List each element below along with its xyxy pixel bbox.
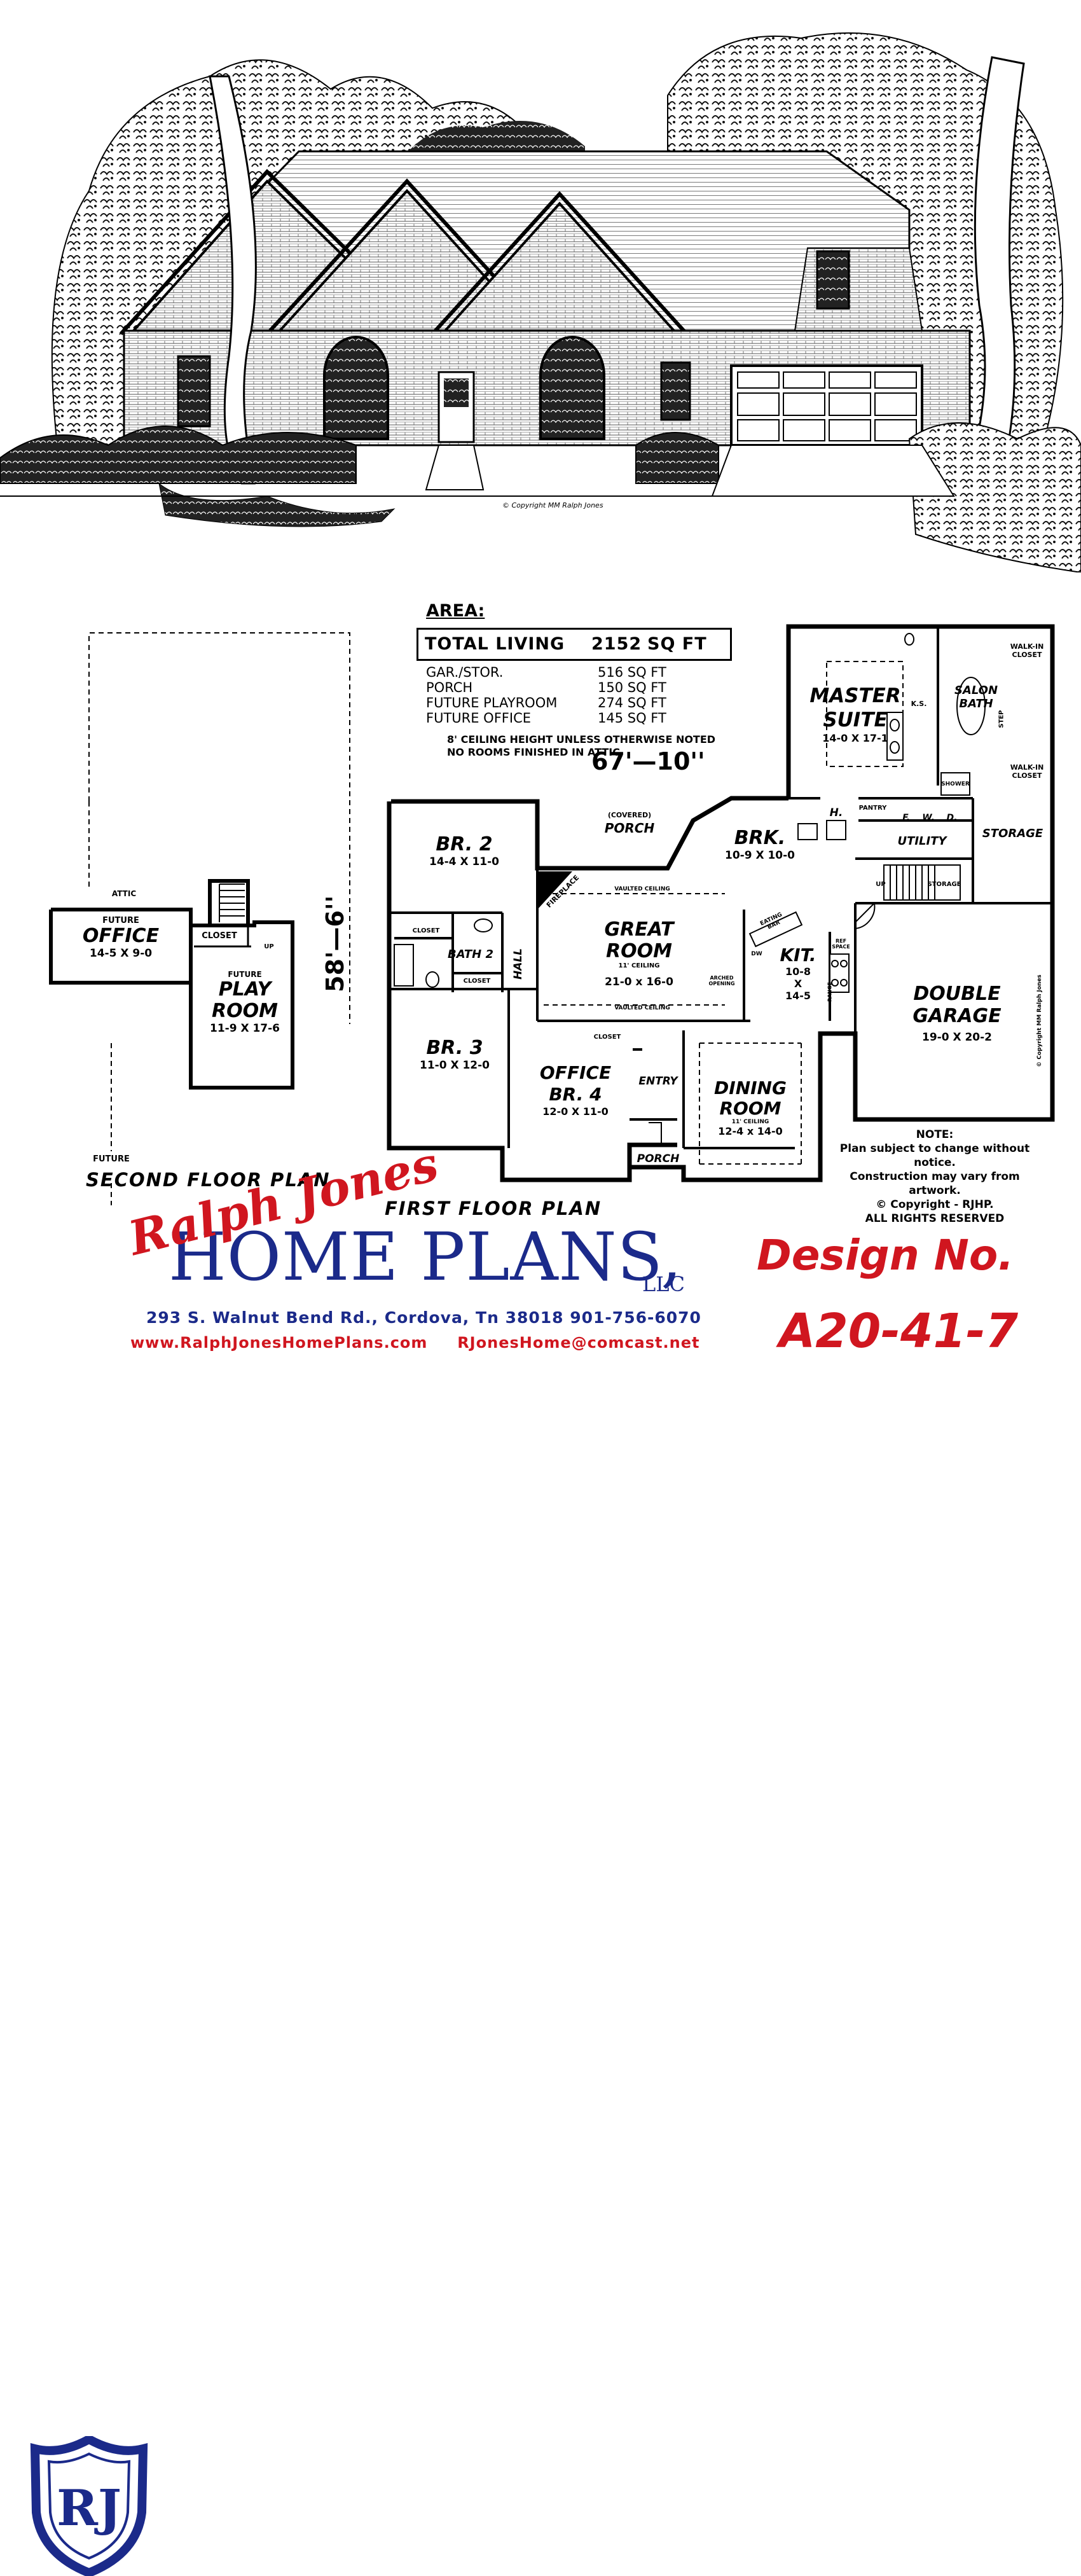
company-address: 293 S. Walnut Bend Rd., Cordova, Tn 3801… bbox=[146, 1308, 701, 1327]
width-dimension: 67'—10'' bbox=[591, 747, 705, 775]
label-shower: SHOWER bbox=[941, 781, 970, 787]
label-up-2nd: UP bbox=[264, 943, 274, 950]
label-ref-space: REF SPACE bbox=[832, 938, 850, 950]
label-pantry: PANTRY bbox=[858, 805, 887, 812]
ceiling-note: 8' CEILING HEIGHT UNLESS OTHERWISE NOTED bbox=[447, 733, 716, 745]
room-porch-covered: PORCH bbox=[604, 821, 655, 836]
company-name: HOME PLANS, bbox=[169, 1218, 683, 1296]
total-living-label: TOTAL LIVING bbox=[425, 634, 565, 654]
room-double-garage: DOUBLE GARAGE 19-0 X 20-2 bbox=[912, 983, 1002, 1044]
label-vaulted-ceiling-2: VAULTED CEILING bbox=[614, 1005, 670, 1011]
label-closet-br: CLOSET bbox=[412, 927, 440, 934]
design-number: A20-41-7 bbox=[779, 1304, 1019, 1359]
area-row: GAR./STOR.516 SQ FT bbox=[426, 665, 666, 680]
label-washer: W. bbox=[922, 813, 935, 823]
notes-line: Plan subject to change without notice. bbox=[839, 1142, 1030, 1169]
room-master-suite: MASTER SUITE 14-0 X 17-1 bbox=[809, 684, 901, 744]
room-br3: BR. 3 11-0 X 12-0 bbox=[419, 1037, 490, 1072]
notes-line: ALL RIGHTS RESERVED bbox=[865, 1212, 1005, 1225]
svg-text:RJ: RJ bbox=[57, 2479, 121, 2537]
label-storage-small: STORAGE bbox=[927, 881, 961, 888]
rj-shield-logo: RJ bbox=[30, 2436, 148, 2576]
room-great-room: GREAT ROOM 11' CEILING 21-0 x 16-0 bbox=[604, 918, 674, 989]
label-ks: K.S. bbox=[911, 700, 927, 708]
notes-title: NOTE: bbox=[916, 1128, 954, 1141]
label-dishwasher: DW bbox=[751, 951, 762, 957]
room-br2: BR. 2 14-4 X 11-0 bbox=[429, 833, 500, 868]
covered-porch-tag: (COVERED) bbox=[607, 811, 652, 819]
label-attic: ATTIC bbox=[111, 889, 137, 898]
room-storage: STORAGE bbox=[982, 827, 1043, 840]
label-up-stairs: UP bbox=[876, 881, 886, 888]
room-breakfast: BRK. 10-9 X 10-0 bbox=[724, 827, 795, 862]
label-closet-2nd: CLOSET bbox=[202, 931, 237, 941]
company-llc: LLC bbox=[642, 1272, 685, 1296]
design-label: Design No. bbox=[757, 1231, 1014, 1280]
label-hall-h: H. bbox=[829, 807, 843, 819]
area-title: AREA: bbox=[426, 601, 485, 621]
website-link[interactable]: www.RalphJonesHomePlans.com bbox=[130, 1334, 428, 1352]
house-illustration: © Copyright MM Ralph Jones bbox=[0, 32, 1081, 574]
room-kitchen: KIT. 10-8 X 14-5 bbox=[780, 945, 816, 1002]
total-living-value: 2152 bbox=[591, 634, 642, 654]
room-salon-bath: SALON BATH bbox=[954, 684, 998, 710]
room-dining: DINING ROOM 11' CEILING 12-4 x 14-0 bbox=[714, 1077, 787, 1138]
label-dryer: D. bbox=[946, 813, 958, 823]
label-closet-bath: CLOSET bbox=[463, 978, 491, 985]
email-link[interactable]: RJonesHome@comcast.net bbox=[457, 1334, 700, 1352]
area-summary: AREA: TOTAL LIVING 2152 SQ FT GAR./STOR.… bbox=[417, 601, 747, 766]
label-walkin-closet-1: WALK-IN CLOSET bbox=[1010, 642, 1044, 659]
label-vaulted-ceiling-1: VAULTED CEILING bbox=[614, 886, 670, 892]
label-arched-opening: ARCHED OPENING bbox=[708, 975, 735, 987]
total-living-unit: SQ FT bbox=[647, 634, 707, 654]
first-floor-plan-drawing bbox=[387, 624, 1055, 1182]
room-utility: UTILITY bbox=[897, 834, 947, 848]
room-entry: ENTRY bbox=[638, 1075, 678, 1088]
notes-line: © Copyright - RJHP. bbox=[876, 1198, 994, 1211]
label-closet-office: CLOSET bbox=[593, 1034, 621, 1041]
label-future-bottom: FUTURE bbox=[93, 1154, 130, 1164]
room-future-office: FUTURE OFFICE 14-5 X 9-0 bbox=[82, 916, 160, 960]
notes-line: Construction may vary from artwork. bbox=[850, 1170, 1020, 1197]
room-bath2: BATH 2 bbox=[447, 948, 494, 961]
label-walkin-closet-2: WALK-IN CLOSET bbox=[1010, 763, 1044, 780]
rendering-copyright: © Copyright MM Ralph Jones bbox=[502, 501, 603, 509]
first-floor-plan-label: FIRST FLOOR PLAN bbox=[385, 1198, 602, 1219]
plan-notes: NOTE: Plan subject to change without not… bbox=[827, 1128, 1043, 1226]
room-office-br4: OFFICE BR. 4 12-0 X 11-0 bbox=[539, 1062, 612, 1118]
company-web-email: www.RalphJonesHomePlans.com RJonesHome@c… bbox=[130, 1334, 699, 1352]
room-future-playroom: FUTURE PLAY ROOM 11-9 X 17-6 bbox=[209, 970, 280, 1035]
label-freezer: F. bbox=[902, 813, 910, 823]
second-floor-plan-drawing bbox=[49, 632, 350, 1205]
exterior-rendering: © Copyright MM Ralph Jones bbox=[0, 0, 1081, 574]
second-floor-plan-label: SECOND FLOOR PLAN bbox=[86, 1169, 331, 1191]
room-porch-front: PORCH bbox=[637, 1153, 680, 1165]
total-living-box: TOTAL LIVING 2152 SQ FT bbox=[417, 628, 732, 661]
attic-note: NO ROOMS FINISHED IN ATTIC bbox=[447, 746, 620, 758]
